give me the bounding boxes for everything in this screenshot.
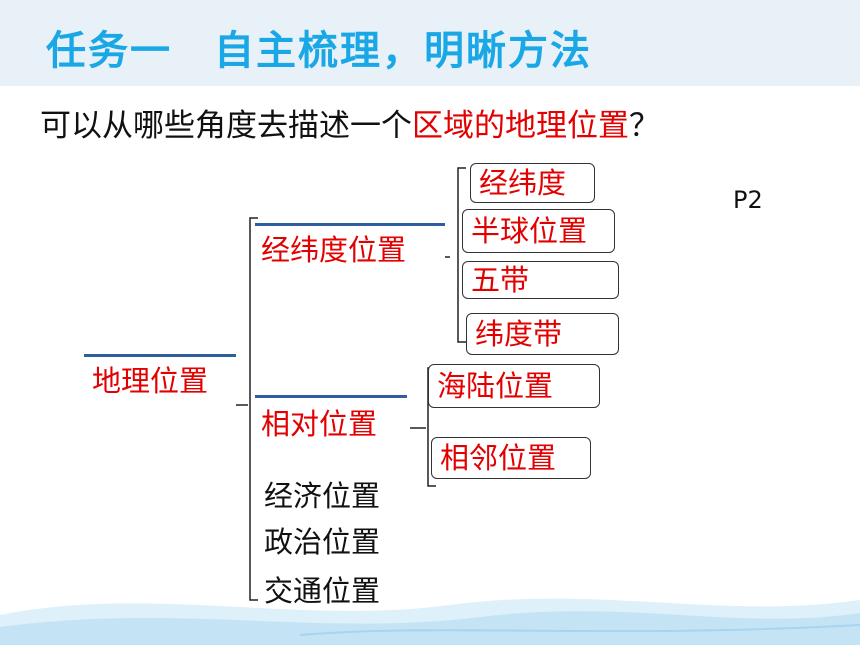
question-text: 可以从哪些角度去描述一个区域的地理位置？ <box>40 100 660 145</box>
child-hemisphere-label: 半球位置 <box>471 214 588 248</box>
branch-relative-label: 相对位置 <box>261 407 378 441</box>
latlon-bracket <box>457 167 466 343</box>
branch-latlon-label: 经纬度位置 <box>261 233 407 267</box>
child-neighbor-label: 相邻位置 <box>440 441 557 475</box>
root-label: 地理位置 <box>92 364 209 398</box>
branch-latlon: 经纬度位置 <box>255 223 445 271</box>
child-jingweidu-label: 经纬度 <box>479 166 567 200</box>
child-jingweidu: 经纬度 <box>470 163 595 203</box>
slide-title: 任务一 自主梳理，明晰方法 <box>46 28 592 74</box>
child-five-zones: 五带 <box>462 261 619 299</box>
child-latitude-zone: 纬度带 <box>466 313 619 355</box>
main-bracket <box>249 217 258 601</box>
child-five-zones-label: 五带 <box>471 263 530 297</box>
decorative-wave <box>0 598 860 645</box>
child-land-sea: 海陆位置 <box>428 364 600 408</box>
question-suffix: ？ <box>629 108 660 144</box>
child-neighbor: 相邻位置 <box>431 437 591 479</box>
branch-economic: 经济位置 <box>264 479 381 513</box>
child-latitude-zone-label: 纬度带 <box>475 317 563 351</box>
root-node: 地理位置 <box>84 354 236 404</box>
branch-transport: 交通位置 <box>264 574 381 608</box>
child-land-sea-label: 海陆位置 <box>437 369 554 403</box>
child-hemisphere: 半球位置 <box>462 209 615 253</box>
branch-political: 政治位置 <box>264 525 381 559</box>
question-highlight: 区域的地理位置 <box>412 108 629 144</box>
title-bar: 任务一 自主梳理，明晰方法 <box>0 0 860 86</box>
branch-relative: 相对位置 <box>255 395 407 445</box>
page-reference: P2 <box>733 186 763 214</box>
question-prefix: 可以从哪些角度去描述一个 <box>40 108 412 144</box>
